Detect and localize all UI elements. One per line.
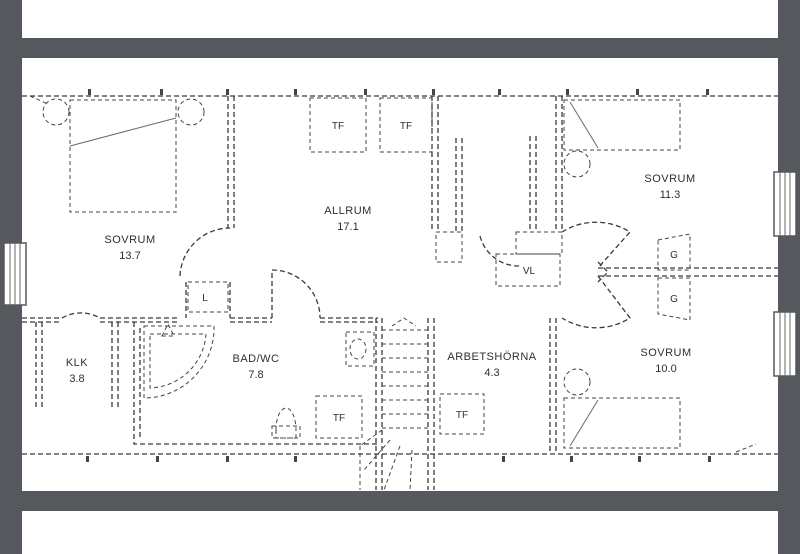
label-vl: VL [523, 266, 536, 277]
staircase [359, 317, 428, 491]
label-g-upper: G [670, 250, 678, 261]
door-sovrum-1 [179, 227, 231, 277]
door-sovrum-3 [561, 275, 631, 329]
room-area-sovrum-3: 10.0 [655, 363, 676, 375]
bed-single-upper [563, 99, 681, 151]
fixture-labels: TF TF TF TF L VL G G [202, 121, 678, 424]
lamp-lower [563, 368, 591, 396]
tf-box-2 [379, 97, 433, 153]
wall-top-beam [22, 38, 780, 58]
room-area-sovrum-2: 11.3 [660, 189, 681, 201]
label-tf-1: TF [332, 121, 344, 132]
label-tf-2: TF [400, 121, 412, 132]
windows [3, 171, 797, 377]
sink [345, 331, 375, 367]
room-name-allrum: ALLRUM [324, 205, 372, 217]
bed-single-lower [563, 397, 681, 449]
nightstand-lamp-right [177, 98, 205, 126]
bed-double [69, 99, 177, 213]
wall-right [778, 0, 800, 554]
room-name-sovrum-3: SOVRUM [640, 347, 691, 359]
tf-box-bad [315, 395, 363, 439]
label-tf-arbetshorna: TF [456, 410, 468, 421]
window-left [3, 242, 27, 306]
room-area-bad-wc: 7.8 [248, 369, 263, 381]
cupboard-allrum [435, 231, 463, 263]
door-bad [271, 269, 321, 319]
corner-bathtub [143, 325, 215, 399]
room-area-sovrum-1: 13.7 [119, 250, 140, 262]
tf-box-1 [309, 97, 367, 153]
room-labels: SOVRUM 13.7 ALLRUM 17.1 SOVRUM 11.3 KLK … [66, 173, 695, 385]
fixtures [187, 97, 691, 439]
linen-box [187, 281, 229, 313]
label-linen: L [202, 293, 208, 304]
label-tf-bad: TF [333, 413, 345, 424]
beds [29, 95, 757, 453]
doors [61, 221, 631, 329]
door-vl-left [479, 235, 521, 267]
room-name-sovrum-2: SOVRUM [644, 173, 695, 185]
knee-walls [22, 89, 778, 462]
bathroom [143, 322, 375, 439]
g-box-upper [657, 233, 691, 271]
room-name-bad-wc: BAD/WC [233, 353, 280, 365]
room-name-klk: KLK [66, 357, 88, 369]
room-area-arbetshorna: 4.3 [484, 367, 499, 379]
room-area-klk: 3.8 [69, 373, 84, 385]
g-box-lower [657, 277, 691, 321]
label-g-lower: G [670, 294, 678, 305]
wall-bottom-beam [22, 491, 780, 511]
nightstand-lamp-left [42, 98, 70, 126]
window-right-upper [773, 171, 797, 237]
tf-box-arbetshorna [439, 393, 485, 435]
door-sovrum-2 [561, 221, 631, 269]
room-area-allrum: 17.1 [337, 221, 358, 233]
door-klk [61, 312, 101, 319]
toilet [275, 407, 297, 439]
room-name-arbetshorna: ARBETSHÖRNA [447, 351, 536, 363]
lamp-upper [563, 150, 591, 178]
room-name-sovrum-1: SOVRUM [104, 234, 155, 246]
interior-walls [22, 96, 778, 490]
window-right-lower [773, 311, 797, 377]
cupboard-east [515, 231, 563, 255]
